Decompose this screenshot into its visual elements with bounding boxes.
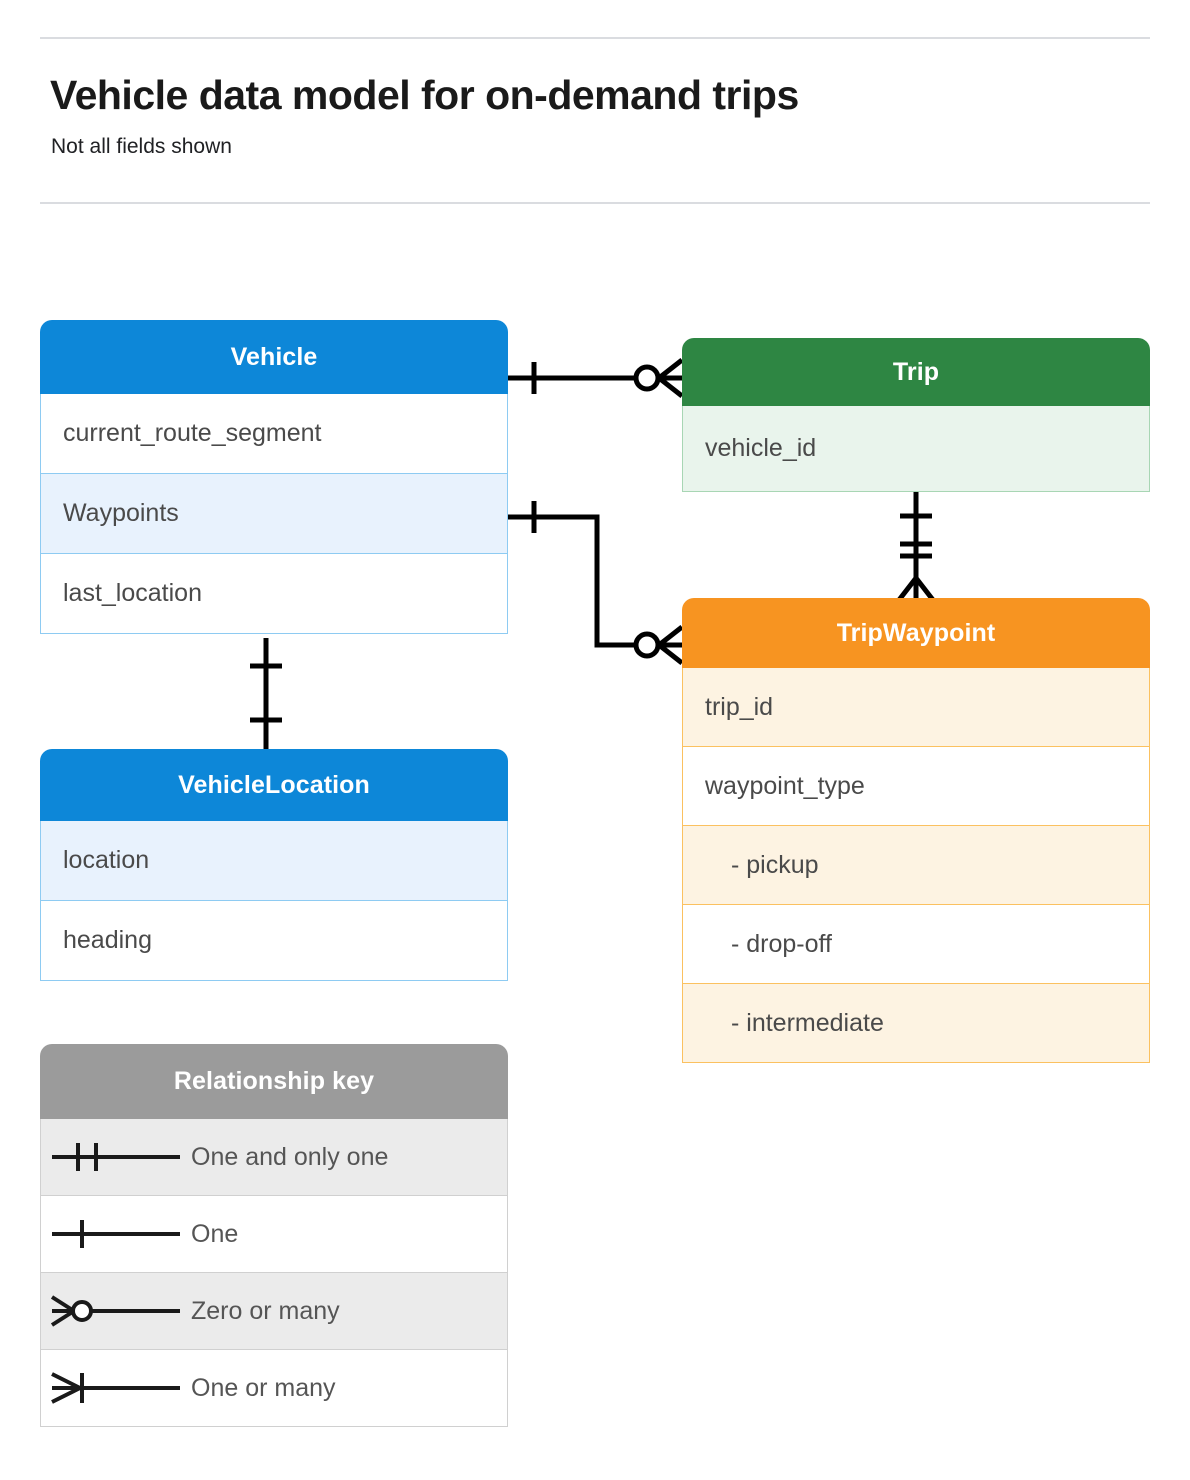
legend-title: Relationship key [173,1067,375,1095]
page-subtitle: Not all fields shown [51,135,232,158]
field-trip-id[interactable]: trip_id [682,668,1150,747]
legend-item-one-and-only-one: One and only one [40,1119,508,1196]
entity-trip-header: Trip [682,338,1150,406]
field-label: vehicle_id [705,434,817,462]
field-last-location[interactable]: last_location [40,554,508,634]
cardinality-zero-circle-waypoints-tripwaypoint [633,631,661,659]
legend-item-zero-or-many: Zero or many [40,1273,508,1350]
zero-or-many-icon [41,1273,191,1349]
one-and-only-one-icon [41,1119,191,1195]
crowsfoot-left-trip-tripwaypoint [897,576,918,602]
field-label: - pickup [731,850,819,879]
entity-tripwaypoint-header: TripWaypoint [682,598,1150,668]
enum-pickup[interactable]: - pickup [682,826,1150,905]
relationship-key-legend: Relationship key One and only one One [40,1044,508,1427]
field-heading[interactable]: heading [40,901,508,981]
legend-item-one-or-many: One or many [40,1350,508,1427]
crowsfoot-top-waypoints-tripwaypoint [657,625,684,647]
field-label: location [63,846,150,874]
legend-header: Relationship key [40,1044,508,1119]
field-label: trip_id [705,692,774,721]
connector-waypoints-tripwaypoint-line [508,514,660,648]
field-current-route-segment[interactable]: current_route_segment [40,394,508,474]
crowsfoot-top-vehicle-trip [657,358,684,380]
entity-trip-title: Trip [892,357,940,386]
legend-item-one: One [40,1196,508,1273]
field-label: current_route_segment [63,419,322,447]
entity-vehicle-title: Vehicle [230,342,318,371]
field-label: heading [63,926,152,954]
crowsfoot-bottom-vehicle-trip [657,376,684,398]
field-label: - drop-off [731,929,832,958]
field-vehicle-id[interactable]: vehicle_id [682,406,1150,492]
entity-vehiclelocation[interactable]: VehicleLocation location heading [40,749,508,981]
crowsfoot-right-trip-tripwaypoint [914,576,935,602]
entity-vehicle-header: Vehicle [40,320,508,394]
page-title: Vehicle data model for on-demand trips [50,72,799,118]
enum-drop-off[interactable]: - drop-off [682,905,1150,984]
field-label: last_location [63,579,202,607]
field-waypoint-type[interactable]: waypoint_type [682,747,1150,826]
field-label: - intermediate [731,1008,884,1037]
legend-item-label: Zero or many [191,1296,340,1325]
legend-item-label: One and only one [191,1142,389,1171]
field-waypoints[interactable]: Waypoints [40,474,508,554]
entity-trip[interactable]: Trip vehicle_id [682,338,1150,492]
entity-vehicle[interactable]: Vehicle current_route_segment Waypoints … [40,320,508,634]
entity-vehiclelocation-header: VehicleLocation [40,749,508,821]
field-location[interactable]: location [40,821,508,901]
cardinality-zero-circle-vehicle-trip [633,364,661,392]
one-or-many-icon [41,1350,191,1426]
legend-item-label: One [191,1219,239,1248]
header-divider-top [40,37,1150,39]
crowsfoot-bottom-waypoints-tripwaypoint [657,643,684,665]
enum-intermediate[interactable]: - intermediate [682,984,1150,1063]
entity-tripwaypoint[interactable]: TripWaypoint trip_id waypoint_type - pic… [682,598,1150,1063]
one-icon [41,1196,191,1272]
legend-item-label: One or many [191,1373,336,1402]
header-divider-bottom [40,202,1150,204]
entity-vehiclelocation-title: VehicleLocation [178,770,370,799]
field-label: waypoint_type [705,771,865,800]
field-label: Waypoints [63,499,179,527]
entity-tripwaypoint-title: TripWaypoint [836,618,996,647]
